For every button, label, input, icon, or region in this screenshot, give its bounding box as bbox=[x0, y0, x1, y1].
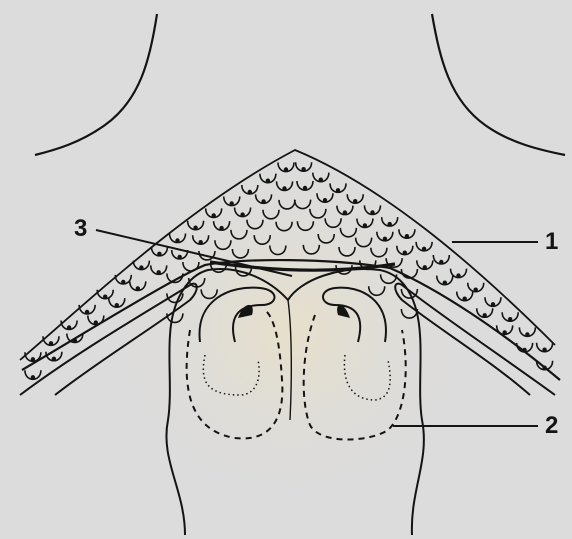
cell-nucleus bbox=[139, 265, 143, 269]
cell-nucleus bbox=[303, 186, 307, 190]
cell-nucleus bbox=[199, 240, 203, 244]
callout-label-1: 1 bbox=[545, 230, 558, 254]
cell-nucleus bbox=[422, 247, 426, 251]
cell-nucleus bbox=[193, 226, 197, 230]
cell-nucleus bbox=[508, 317, 512, 321]
cell-nucleus bbox=[483, 313, 487, 317]
cell-nucleus bbox=[85, 310, 89, 314]
cell-nucleus bbox=[474, 288, 478, 292]
cell-nucleus bbox=[370, 210, 374, 214]
cell-nucleus bbox=[336, 188, 340, 192]
cell-nucleus bbox=[542, 348, 546, 352]
cell-nucleus bbox=[261, 199, 265, 203]
cell-nucleus bbox=[49, 341, 53, 345]
cell-nucleus bbox=[52, 357, 56, 361]
cell-nucleus bbox=[219, 226, 223, 230]
cell-nucleus bbox=[503, 330, 507, 334]
cell-nucleus bbox=[319, 178, 323, 182]
cell-nucleus bbox=[363, 223, 367, 227]
cell-nucleus bbox=[73, 338, 77, 342]
cell-nucleus bbox=[491, 302, 495, 306]
cell-nucleus bbox=[282, 186, 286, 190]
cell-nucleus bbox=[463, 297, 467, 301]
cell-nucleus bbox=[525, 332, 529, 336]
cell-nucleus bbox=[121, 280, 125, 284]
cell-nucleus bbox=[542, 366, 546, 370]
cell-nucleus bbox=[178, 255, 182, 259]
cell-nucleus bbox=[343, 210, 347, 214]
cell-nucleus bbox=[353, 199, 357, 203]
cell-nucleus bbox=[157, 252, 161, 256]
cell-nucleus bbox=[439, 260, 443, 264]
cell-nucleus bbox=[94, 320, 98, 324]
cell-nucleus bbox=[248, 190, 252, 194]
cell-nucleus bbox=[423, 265, 427, 269]
cell-nucleus bbox=[456, 273, 460, 277]
cell-nucleus bbox=[31, 357, 35, 361]
cell-nucleus bbox=[157, 270, 161, 274]
cell-nucleus bbox=[443, 281, 447, 285]
cell-nucleus bbox=[266, 179, 270, 183]
cell-nucleus bbox=[284, 167, 288, 171]
cell-nucleus bbox=[383, 237, 387, 241]
cell-nucleus bbox=[115, 303, 119, 307]
cell-nucleus bbox=[230, 201, 234, 205]
cell-nucleus bbox=[388, 222, 392, 226]
cell-nucleus bbox=[175, 238, 179, 242]
cell-nucleus bbox=[103, 295, 107, 299]
callout-label-3: 3 bbox=[74, 217, 87, 241]
cell-nucleus bbox=[136, 286, 140, 290]
cell-nucleus bbox=[212, 213, 216, 217]
callout-label-2: 2 bbox=[545, 414, 558, 438]
cell-nucleus bbox=[67, 325, 71, 329]
cell-nucleus bbox=[31, 375, 35, 379]
cell-nucleus bbox=[522, 348, 526, 352]
cell-nucleus bbox=[301, 167, 305, 171]
cell-nucleus bbox=[403, 251, 407, 255]
cell-nucleus bbox=[405, 234, 409, 238]
cell-nucleus bbox=[240, 212, 244, 216]
upper-left-contour bbox=[35, 14, 157, 155]
upper-right-contour bbox=[432, 14, 565, 155]
cell-nucleus bbox=[323, 198, 327, 202]
